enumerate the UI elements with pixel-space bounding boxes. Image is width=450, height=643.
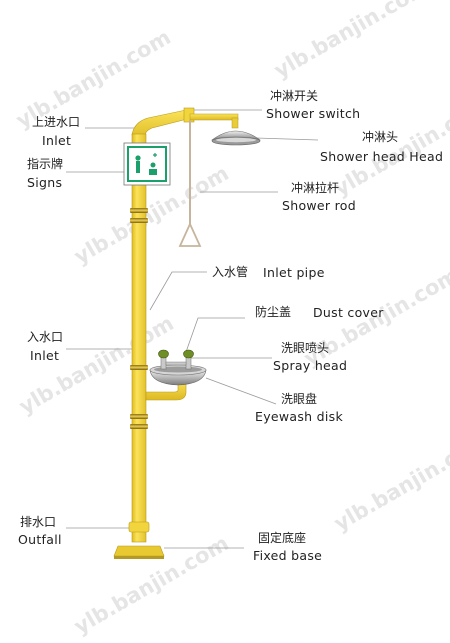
label-shower-rod-zh: 冲淋拉杆 [291,181,340,195]
label-spray-head-zh: 洗眼喷头 [281,341,330,355]
label-outfall-zh: 排水口 [20,515,57,529]
fixed-base [113,545,165,559]
spray-heads [158,349,194,370]
label-shower-switch-zh: 冲淋开关 [270,89,319,103]
label-fixed-base-en: Fixed base [253,548,323,563]
label-shower-rod-en: Shower rod [282,198,356,213]
label-signs-zh: 指示牌 [27,157,64,171]
label-outfall-en: Outfall [18,532,62,547]
label-dust-cover-zh: 防尘盖 [255,305,292,319]
leader-eyewash-disk [205,377,277,405]
label-spray-head-en: Spray head [273,358,348,373]
label-inlet-pipe-zh: 入水管 [212,265,249,279]
eyewash-bowl [149,364,207,386]
shower-arm [189,113,239,121]
label-fixed-base-zh: 固定底座 [258,531,307,545]
label-dust-cover-en: Dust cover [313,305,384,320]
main-pipe [131,133,147,543]
label-shower-head-en: Shower head Head [320,149,444,164]
label-mid-inlet-en: Inlet [30,348,60,363]
label-mid-inlet-zh: 入水口 [27,330,64,344]
leader-shower-head [255,137,319,141]
label-inlet-pipe-en: Inlet pipe [263,265,325,280]
label-shower-head-zh: 冲淋头 [362,130,399,144]
label-top-inlet-zh: 上进水口 [32,115,81,129]
leader-inlet-pipe [149,271,207,311]
label-eyewash-disk-zh: 洗眼盘 [281,392,318,406]
pipe-rings [130,208,148,429]
leader-lines [66,109,319,549]
pull-triangle [178,221,202,247]
safety-sign [123,142,171,186]
label-shower-switch-en: Shower switch [266,106,361,121]
label-eyewash-disk-en: Eyewash disk [255,409,344,424]
outfall-joint [128,521,150,533]
shower-neck [231,117,239,129]
shower-head [211,130,261,146]
label-signs-en: Signs [27,175,63,190]
leader-dust-cover [185,317,245,353]
label-top-inlet-en: Inlet [42,133,72,148]
